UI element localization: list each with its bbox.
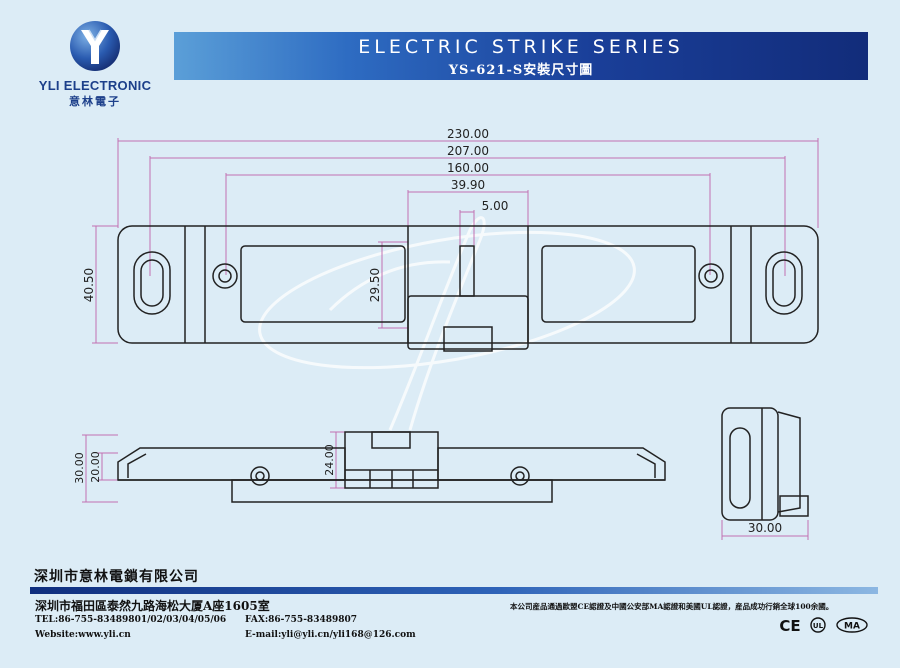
dim-side-total: 30.00	[73, 452, 86, 484]
dim-overall-length: 230.00	[447, 127, 489, 141]
company-address: 深圳市福田區泰然九路海松大厦A座1605室	[35, 599, 270, 613]
svg-text:MA: MA	[844, 622, 860, 632]
dim-end-depth: 30.00	[748, 521, 782, 535]
logo-name-cn: 意林電子	[69, 95, 121, 108]
top-view	[117, 225, 819, 352]
watermark-logo	[258, 216, 636, 431]
dim-hinge-height: 24.00	[323, 444, 336, 476]
footer-divider	[30, 587, 878, 594]
dim-slot-width: 5.00	[482, 199, 509, 213]
website-link: Website:www.yli.cn	[35, 630, 131, 640]
ul-mark-icon: UL	[810, 617, 826, 633]
ce-mark-icon: CE	[779, 617, 800, 633]
dim-window-height: 29.50	[368, 268, 382, 302]
model-subtitle: YS-621-S安裝尺寸圖	[448, 63, 594, 78]
email-line: E-mail:yli@yli.cn/yli168@126.com	[245, 630, 416, 640]
dim-center-width: 39.90	[451, 178, 485, 192]
company-logo: YLI ELECTRONIC 意林電子	[30, 20, 160, 109]
fax-line: FAX:86-755-83489807	[245, 615, 358, 625]
title-banner: ELECTRIC STRIKE SERIES YS-621-S安裝尺寸圖	[174, 32, 868, 80]
certification-note: 本公司産品通過歐盟CE認證及中國公安部MA認證和美國UL認證，産品成功行銷全球1…	[510, 602, 834, 611]
company-name: 深圳市意林電鎖有限公司	[34, 569, 199, 585]
side-view	[117, 431, 666, 503]
end-view	[721, 407, 809, 521]
yli-logo-icon	[70, 21, 120, 71]
svg-text:UL: UL	[813, 622, 824, 630]
svg-text:CE: CE	[779, 617, 800, 633]
dim-window-span: 160.00	[447, 161, 489, 175]
ma-mark-icon: MA	[836, 617, 868, 633]
logo-name-en: YLI ELECTRONIC	[38, 78, 152, 93]
series-title: ELECTRIC STRIKE SERIES	[358, 36, 684, 58]
dim-side-body: 20.00	[89, 451, 102, 483]
dim-body-height: 40.50	[82, 268, 96, 302]
dim-hole-span: 207.00	[447, 144, 489, 158]
tel-line: TEL:86-755-83489801/02/03/04/05/06	[35, 615, 227, 625]
